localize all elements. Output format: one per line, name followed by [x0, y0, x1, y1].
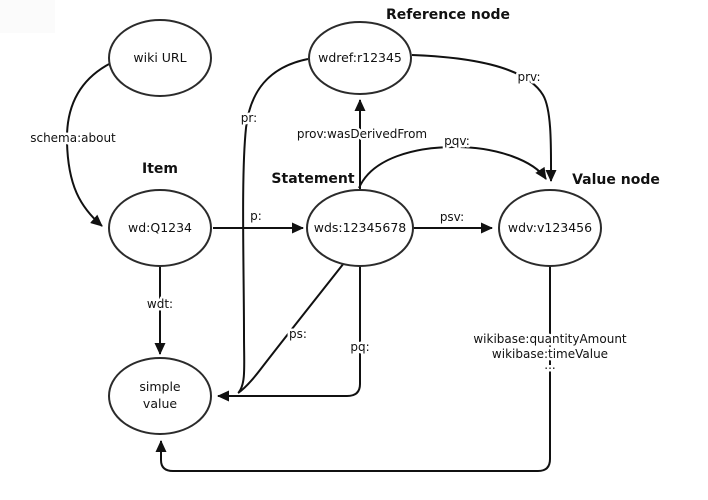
- edge-prv: [411, 54, 557, 182]
- edge-label-schema-about: schema:about: [30, 131, 116, 145]
- edge-pr: [238, 58, 309, 393]
- header-statement: Statement: [271, 171, 354, 187]
- edge-schema-about: [65, 62, 112, 227]
- edge-label-wikibase-ellipsis: ...: [544, 358, 555, 372]
- edge-label-pq: pq:: [350, 340, 369, 354]
- edge-label-ps: ps:: [289, 327, 307, 341]
- edge-label-wdt: wdt:: [147, 297, 173, 311]
- header-value-node: Value node: [572, 172, 660, 188]
- simple-value-label-line2: value: [143, 396, 177, 411]
- edge-label-wikibase-time-value: wikibase:timeValue: [492, 347, 608, 361]
- corner-artifact: [0, 0, 55, 33]
- node-reference: wdref:r12345: [308, 21, 412, 95]
- wds-label: wds:12345678: [314, 220, 407, 235]
- simple-value-label-line1: simple: [139, 379, 181, 394]
- wdv-ellipse: [498, 189, 602, 267]
- wd-ellipse: [108, 189, 212, 267]
- wds-ellipse: [306, 189, 414, 267]
- edge-label-wikibase-quantity-amount: wikibase:quantityAmount: [473, 332, 627, 346]
- node-simple-value: simple value: [108, 357, 212, 435]
- simple-value-ellipse: [108, 357, 212, 435]
- node-statement: wds:12345678: [306, 189, 414, 267]
- wiki-url-ellipse: [108, 19, 212, 97]
- wiki-url-label: wiki URL: [133, 50, 186, 65]
- edge-label-pqv: pqv:: [444, 134, 470, 148]
- edge-pqv: [358, 145, 547, 189]
- wdv-label: wdv:v123456: [508, 220, 592, 235]
- wdref-ellipse: [308, 21, 412, 95]
- edge-wikibase-value: [155, 266, 551, 472]
- edge-ps: [237, 262, 345, 394]
- header-reference-node: Reference node: [386, 7, 510, 23]
- edge-label-pr: pr:: [241, 111, 257, 125]
- node-wiki-url: wiki URL: [108, 19, 212, 97]
- edge-pq: [217, 266, 361, 402]
- wdref-label: wdref:r12345: [318, 50, 402, 65]
- node-value: wdv:v123456: [498, 189, 602, 267]
- edge-label-prv: prv:: [517, 70, 540, 84]
- edge-label-p: p:: [250, 209, 262, 223]
- wd-label: wd:Q1234: [128, 220, 192, 235]
- header-item: Item: [142, 161, 178, 177]
- edge-label-psv: psv:: [440, 210, 464, 224]
- edge-label-prov: prov:wasDerivedFrom: [297, 127, 427, 141]
- node-item: wd:Q1234: [108, 189, 212, 267]
